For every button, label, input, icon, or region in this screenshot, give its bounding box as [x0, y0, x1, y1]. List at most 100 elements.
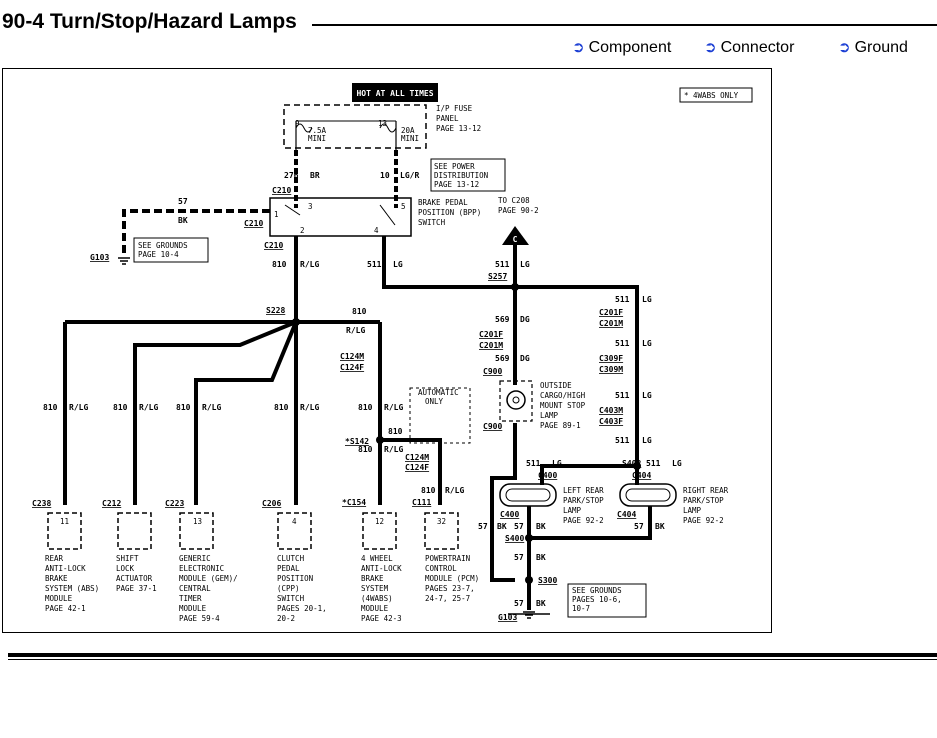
mod-gem-3: MODULE (GEM)/ — [179, 574, 238, 583]
mod-cpp-1: CLUTCH — [277, 554, 305, 563]
diagram-frame — [2, 68, 772, 633]
wire-57-top — [122, 209, 270, 257]
page-title: 90-4 Turn/Stop/Hazard Lamps — [2, 10, 297, 33]
wire-276-label: 276 — [284, 171, 299, 180]
wire-57-top-label: 57 — [178, 197, 188, 206]
hot-label: HOT AT ALL TIMES — [356, 89, 433, 98]
mod-gem-5: TIMER — [179, 594, 202, 603]
c210-top: C210 — [272, 186, 291, 195]
mod-abs-4: SYSTEM (ABS) — [45, 584, 99, 593]
mod-shift-4: PAGE 37-1 — [116, 584, 157, 593]
g103-bottom: G103 — [498, 613, 517, 622]
wire-57-b: 57 — [514, 522, 524, 531]
wire-511-s402-r-color: LG — [672, 459, 682, 468]
fuse-13-rating-1: 20A — [401, 126, 415, 135]
pin-2: 2 — [300, 226, 305, 235]
wire-810-4wabs-b-color: R/LG — [384, 445, 403, 454]
nav-ground-link[interactable]: ➲Ground — [838, 38, 908, 57]
mod-4wabs-1: 4 WHEEL — [361, 554, 393, 563]
wire-511-r1: 511 — [615, 295, 630, 304]
ground-icon — [118, 257, 535, 619]
wire-810-cpp-color: R/LG — [300, 403, 319, 412]
c124m-a: C124M — [340, 352, 364, 361]
c201f-b: C201F — [599, 308, 623, 317]
to-c208-1: TO C208 — [498, 196, 530, 205]
c400-bottom: C400 — [500, 510, 519, 519]
wire-511-main — [382, 236, 515, 289]
s300-label: S300 — [538, 576, 557, 585]
nav-component-link[interactable]: ➲Component — [572, 38, 671, 57]
nav-ground-label: Ground — [854, 39, 908, 56]
mod-4wabs-5: (4WABS) — [361, 594, 393, 603]
wire-10-label: 10 — [380, 171, 390, 180]
c900-bottom: C900 — [483, 422, 502, 431]
right-lamp-3: LAMP — [683, 506, 702, 515]
mod-cpp-4: (CPP) — [277, 584, 300, 593]
fuse-9-rating-2: MINI — [308, 134, 326, 143]
module-cpp-labels: CLUTCH PEDAL POSITION (CPP) SWITCH PAGES… — [277, 554, 327, 623]
fuse-9-label: 9 — [295, 119, 300, 128]
wire-511-s402-r: 511 — [646, 459, 661, 468]
nav-connector-link[interactable]: ➲Connector — [704, 38, 794, 57]
c238-label: C238 — [32, 499, 51, 508]
wire-569-color-2: DG — [520, 354, 530, 363]
c309m: C309M — [599, 365, 623, 374]
wire-57-c-bk: BK — [655, 522, 665, 531]
see-power-1: SEE POWER — [434, 162, 475, 171]
see-grounds-2b: PAGES 10-6, — [572, 595, 622, 604]
outside-lamp-2: CARGO/HIGH — [540, 391, 586, 400]
c154-label: *C154 — [342, 498, 366, 507]
pin-11: 11 — [60, 517, 69, 526]
wire-511-main-color: LG — [393, 260, 403, 269]
wire-810-cpp-label: 810 — [274, 403, 289, 412]
wire-810-main-color: R/LG — [300, 260, 319, 269]
wire-511-r3-color: LG — [642, 391, 652, 400]
outside-lamp-3: MOUNT STOP — [540, 401, 586, 410]
module-4wabs-labels: 4 WHEEL ANTI-LOCK BRAKE SYSTEM (4WABS) M… — [361, 554, 402, 623]
wire-810-gem-label: 810 — [176, 403, 191, 412]
see-grounds-1b: PAGE 10-4 — [138, 250, 179, 259]
c212-label: C212 — [102, 499, 121, 508]
wire-810-gem-color: R/LG — [202, 403, 221, 412]
splice-s228 — [292, 318, 300, 326]
pin-13: 13 — [193, 517, 202, 526]
see-grounds-2c: 10-7 — [572, 604, 590, 613]
wire-810-shift — [133, 320, 297, 505]
left-lamp-1: LEFT REAR — [563, 486, 604, 495]
wire-810-4wabs-label: 810 — [358, 403, 373, 412]
arrow-right-icon: ➲ — [572, 39, 585, 56]
bottom-rule-thin — [8, 659, 937, 660]
wire-511-main-label: 511 — [367, 260, 382, 269]
fuse-panel-label-2: PANEL — [436, 114, 459, 123]
mod-pcm-4: PAGES 23-7, — [425, 584, 475, 593]
see-grounds-2a: SEE GROUNDS — [572, 586, 622, 595]
wire-569-color: DG — [520, 315, 530, 324]
wire-57-d-bk: BK — [536, 553, 546, 562]
wire-810-shift-label: 810 — [113, 403, 128, 412]
wire-810-bus-label: 810 — [352, 307, 367, 316]
c201m-a: C201M — [479, 341, 503, 350]
c124f-b: C124F — [405, 463, 429, 472]
see-grounds-1a: SEE GROUNDS — [138, 241, 188, 250]
mod-cpp-5: SWITCH — [277, 594, 305, 603]
outside-lamp-1: OUTSIDE — [540, 381, 572, 390]
mod-gem-2: ELECTRONIC — [179, 564, 224, 573]
module-shift-lock — [117, 512, 152, 550]
fuse-13-label: 13 — [378, 119, 387, 128]
wire-57-c: 57 — [634, 522, 644, 531]
wire-57-b-bk: BK — [536, 522, 546, 531]
note-4wabs: * 4WABS ONLY — [684, 91, 739, 100]
wire-10-color: LG/R — [400, 171, 419, 180]
mod-abs-6: PAGE 42-1 — [45, 604, 86, 613]
wire-511-c208-color: LG — [520, 260, 530, 269]
c400-top: C400 — [538, 471, 557, 480]
wire-810-pcm — [380, 438, 442, 505]
mod-shift-1: SHIFT — [116, 554, 139, 563]
c208-arrow — [502, 226, 529, 245]
fuse-9-rating-1: 7.5A — [308, 126, 327, 135]
c223-label: C223 — [165, 499, 184, 508]
splice-s300 — [525, 576, 533, 584]
c-marker: C — [513, 235, 518, 244]
c309f: C309F — [599, 354, 623, 363]
c404-top: C404 — [632, 471, 651, 480]
